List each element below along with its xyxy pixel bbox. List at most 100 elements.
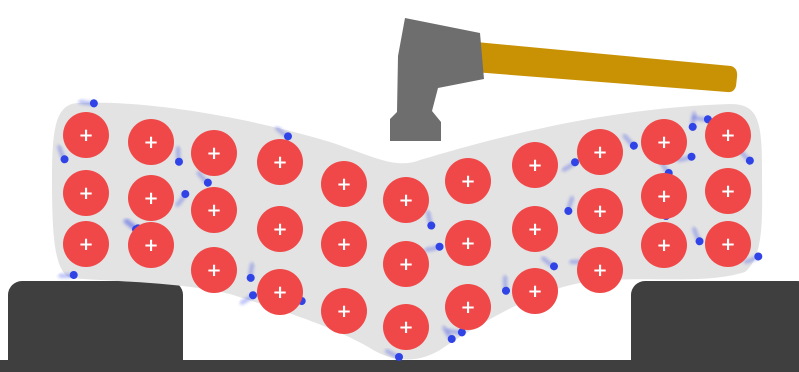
ion-15: +: [321, 288, 367, 334]
electron-dot: [60, 155, 69, 164]
ion-plus-sign: +: [206, 260, 221, 281]
ion-plus-sign: +: [720, 234, 735, 255]
electron-22: [622, 133, 638, 150]
ion-circle: [705, 168, 751, 214]
ion-circle: [512, 268, 558, 314]
electron-dot: [181, 190, 190, 199]
ion-2: +: [63, 170, 109, 216]
ion-circle: [63, 170, 109, 216]
ion-circle: [383, 177, 429, 223]
ion-plus-sign: +: [206, 200, 221, 221]
ion-circle: [257, 206, 303, 252]
ion-6: +: [128, 222, 174, 268]
ion-7: +: [191, 130, 237, 176]
ion-circle: [128, 175, 174, 221]
ion-circle: [445, 158, 491, 204]
ion-circle: [321, 288, 367, 334]
electron-25: [688, 111, 697, 131]
ion-24: +: [512, 268, 558, 314]
ion-plus-sign: +: [527, 155, 542, 176]
ion-plus-sign: +: [398, 190, 413, 211]
electron-dot: [435, 242, 444, 251]
electron-17: [502, 275, 510, 295]
ion-13: +: [321, 161, 367, 207]
electron-18: [541, 256, 558, 271]
ion-circle: [383, 241, 429, 287]
ion-plus-sign: +: [592, 201, 607, 222]
ion-31: +: [705, 112, 751, 158]
ion-12: +: [257, 269, 303, 315]
electron-2: [57, 144, 69, 164]
ion-plus-sign: +: [398, 254, 413, 275]
electron-dot: [695, 237, 704, 246]
ion-plus-sign: +: [272, 219, 287, 240]
ion-plus-sign: +: [656, 132, 671, 153]
electron-dot: [688, 122, 697, 131]
ion-33: +: [705, 221, 751, 267]
electron-dot: [754, 252, 763, 261]
ion-29: +: [641, 173, 687, 219]
ion-circle: [577, 188, 623, 234]
ion-circle: [705, 221, 751, 267]
ion-8: +: [191, 187, 237, 233]
ion-27: +: [577, 247, 623, 293]
ion-5: +: [128, 175, 174, 221]
ion-circle: [705, 112, 751, 158]
ion-plus-sign: +: [78, 183, 93, 204]
ion-circle: [577, 129, 623, 175]
ion-20: +: [445, 220, 491, 266]
electron-dot: [629, 141, 638, 150]
ion-10: +: [257, 139, 303, 185]
ion-14: +: [321, 221, 367, 267]
electron-26: [692, 226, 704, 246]
ion-circle: [321, 161, 367, 207]
electron-12: [426, 210, 436, 230]
ion-circle: [63, 221, 109, 267]
electron-8: [246, 262, 255, 282]
ion-circle: [128, 222, 174, 268]
electron-dot: [745, 156, 754, 165]
electron-dot: [283, 132, 292, 141]
base-floor: [0, 360, 799, 372]
left-support: [8, 281, 183, 372]
ion-plus-sign: +: [78, 125, 93, 146]
ion-circle: [191, 130, 237, 176]
supports: [0, 281, 799, 372]
ion-18: +: [383, 304, 429, 350]
ion-28: +: [641, 119, 687, 165]
ion-plus-sign: +: [592, 260, 607, 281]
ion-30: +: [641, 222, 687, 268]
electron-3: [58, 271, 78, 279]
ion-circle: [383, 304, 429, 350]
ion-plus-sign: +: [143, 235, 158, 256]
ion-plus-sign: +: [720, 181, 735, 202]
ion-plus-sign: +: [272, 282, 287, 303]
ion-circle: [191, 247, 237, 293]
electron-15: [442, 325, 456, 343]
electron-dot: [564, 206, 573, 215]
ion-plus-sign: +: [336, 234, 351, 255]
right-support: [631, 281, 799, 372]
ion-circle: [445, 220, 491, 266]
ion-plus-sign: +: [527, 219, 542, 240]
electron-dot: [447, 335, 456, 343]
ion-circle: [128, 119, 174, 165]
ion-circle: [641, 173, 687, 219]
ion-plus-sign: +: [78, 234, 93, 255]
metal-ions: +++++++++++++++++++++++++++++++++: [63, 112, 751, 350]
ion-plus-sign: +: [720, 125, 735, 146]
electron-dot: [571, 158, 579, 167]
electron-1: [78, 99, 98, 108]
electron-dot: [249, 291, 257, 300]
ion-plus-sign: +: [656, 186, 671, 207]
ion-circle: [512, 206, 558, 252]
ion-plus-sign: +: [592, 142, 607, 163]
ion-plus-sign: +: [460, 171, 475, 192]
ion-26: +: [577, 188, 623, 234]
electron-6: [175, 190, 190, 207]
ion-17: +: [383, 241, 429, 287]
ion-plus-sign: +: [398, 317, 413, 338]
ion-circle: [257, 139, 303, 185]
hammer-icon: [390, 18, 738, 141]
